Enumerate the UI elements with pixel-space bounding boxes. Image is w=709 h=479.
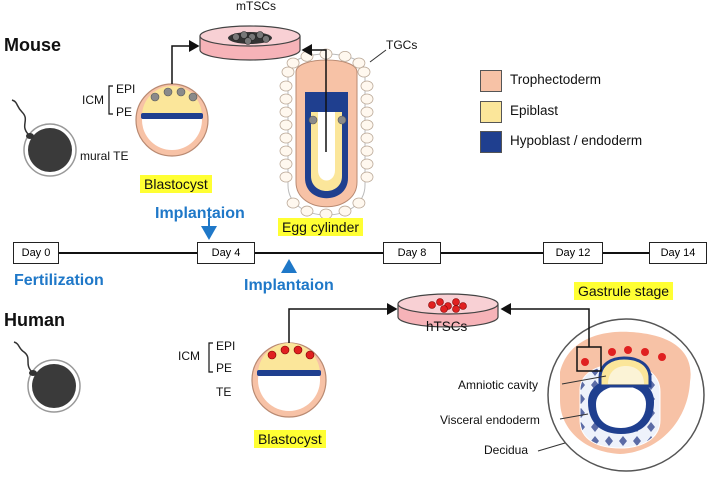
tgc-cell xyxy=(279,132,293,144)
visceral-endoderm-pointer xyxy=(559,413,589,420)
tgc-cell xyxy=(352,57,366,69)
timeline-day-12: Day 12 xyxy=(543,242,603,264)
mouse-blastocyst xyxy=(135,83,209,157)
mtscs-label: mTSCs xyxy=(236,0,276,13)
human-pe-label: PE xyxy=(216,361,233,375)
human-title: Human xyxy=(4,310,66,330)
mouse-icm-label: ICM xyxy=(82,93,104,107)
tgc-cell xyxy=(357,66,371,78)
tgc-cell xyxy=(286,197,300,209)
decidua-pointer xyxy=(537,442,566,452)
decidua-label: Decidua xyxy=(484,443,529,457)
tgc-cell xyxy=(352,197,366,209)
timeline-day-0: Day 0 xyxy=(13,242,59,264)
htscs-dish xyxy=(397,293,499,328)
tgc-cell xyxy=(360,119,374,131)
timeline-day-14: Day 14 xyxy=(649,242,707,264)
human-te-label: TE xyxy=(216,385,232,399)
amniotic-cavity-label: Amniotic cavity xyxy=(458,378,539,392)
tgcs-label: TGCs xyxy=(386,38,418,52)
human-icm-bracket xyxy=(208,342,213,373)
tgc-cell xyxy=(300,205,314,217)
tgc-cell xyxy=(338,51,352,62)
gastrule-stage-label: Gastrule stage xyxy=(574,282,674,300)
human-oocyte xyxy=(13,341,81,413)
mtscs-dish xyxy=(199,25,301,61)
mouse-oocyte xyxy=(11,99,77,177)
tgc-cell xyxy=(360,80,374,92)
legend-swatch-epiblast xyxy=(480,101,502,123)
mouse-pe-label: PE xyxy=(116,105,133,119)
tgc-cell xyxy=(360,171,374,183)
tgcs-pointer xyxy=(369,49,387,63)
mouse-title: Mouse xyxy=(4,35,62,55)
egg-cylinder-to-mtscs-arrow xyxy=(301,44,327,152)
visceral-endoderm-label: Visceral endoderm xyxy=(440,413,540,427)
tgc-cell xyxy=(279,158,293,170)
egg-cylinder-label: Egg cylinder xyxy=(278,218,364,236)
tgc-cell xyxy=(281,66,295,78)
fertilization-label: Fertilization xyxy=(14,272,104,289)
human-epi-label: EPI xyxy=(216,339,236,353)
legend-label-epiblast: Epiblast xyxy=(510,103,559,118)
timeline-day-8: Day 8 xyxy=(383,242,441,264)
human-icm-label: ICM xyxy=(178,349,200,363)
mouse-mural-te-label: mural TE xyxy=(80,149,129,163)
amniotic-cavity-pointer xyxy=(561,375,607,385)
tgc-cell xyxy=(360,145,374,157)
tgc-cell xyxy=(360,132,374,144)
human-blastocyst-label: Blastocyst xyxy=(254,430,326,448)
htscs-label: hTSCs xyxy=(426,319,468,334)
mouse-implantation-label: Implantaion xyxy=(155,205,245,222)
legend-swatch-trophectoderm xyxy=(480,70,502,92)
mouse-epi-label: EPI xyxy=(116,82,136,96)
tgc-cell xyxy=(279,171,293,183)
tgc-cell xyxy=(338,205,352,217)
tgc-cell xyxy=(279,119,293,131)
legend-swatch-hypoblast xyxy=(480,131,502,153)
human-blastocyst xyxy=(251,342,327,418)
timeline-day-4: Day 4 xyxy=(197,242,255,264)
human-implantation-label: Implantaion xyxy=(244,277,334,294)
gastrula-to-htscs-arrow xyxy=(500,303,590,347)
human-gastrula xyxy=(547,318,705,472)
tgc-cell xyxy=(279,106,293,118)
tgc-cell xyxy=(300,51,314,62)
mouse-blastocyst-label: Blastocyst xyxy=(140,175,212,193)
human-blastocyst-to-htscs-arrow xyxy=(288,303,398,343)
mouse-icm-bracket xyxy=(108,85,113,115)
tgc-cell xyxy=(360,106,374,118)
tgc-cell xyxy=(360,93,374,105)
legend-label-trophectoderm: Trophectoderm xyxy=(510,72,602,87)
tgc-cell xyxy=(279,93,293,105)
tgc-cell xyxy=(360,158,374,170)
legend-label-hypoblast: Hypoblast / endoderm xyxy=(510,133,643,148)
tgc-cell xyxy=(286,57,300,69)
tgc-cell xyxy=(279,145,293,157)
tgc-cell xyxy=(279,80,293,92)
mouse-blastocyst-to-mtscs-arrow xyxy=(171,40,200,84)
